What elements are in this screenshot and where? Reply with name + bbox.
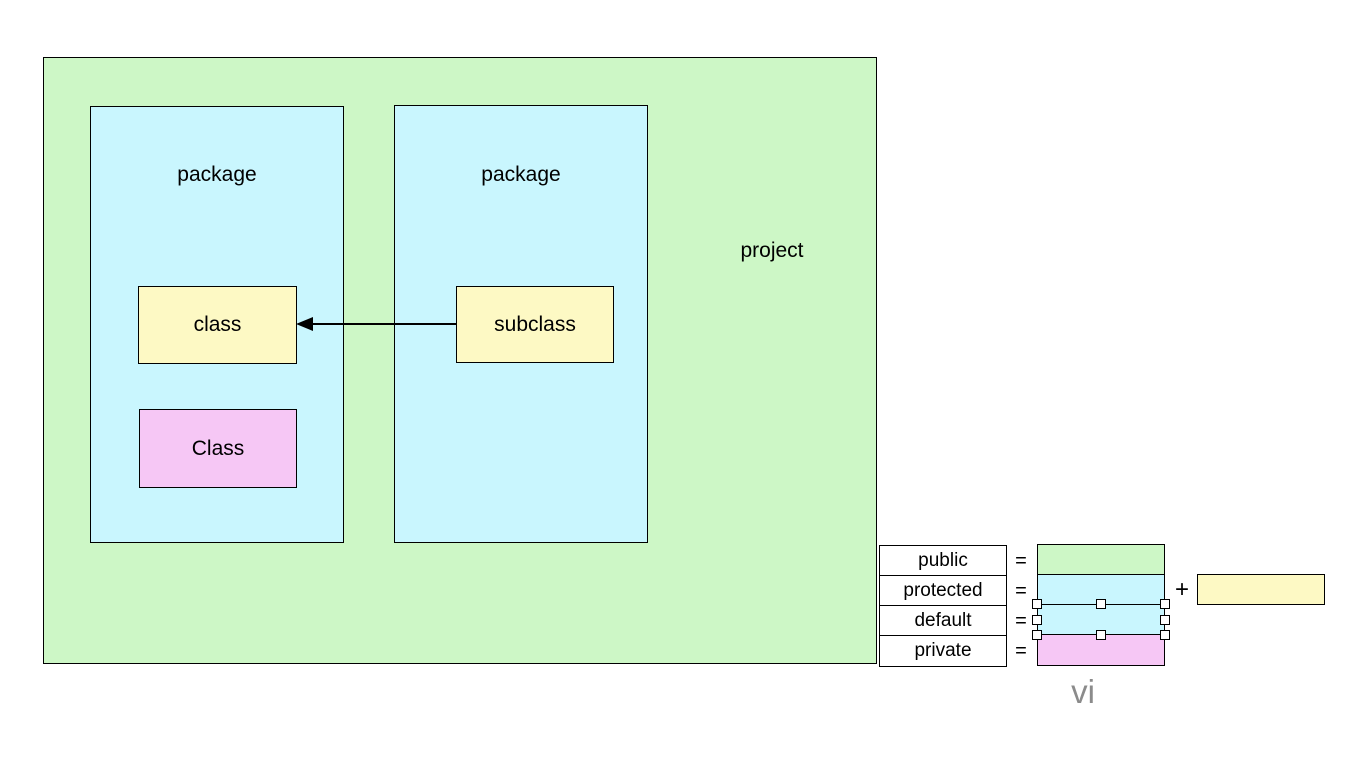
selection-handle-mid-right[interactable]	[1160, 614, 1170, 625]
package-right-label: package	[481, 163, 561, 186]
watermark-vi: vi	[1071, 673, 1095, 710]
legend-label-public[interactable]: public	[879, 545, 1007, 577]
inheritance-arrow[interactable]	[296, 317, 456, 331]
equals-sign-public: =	[1015, 550, 1027, 572]
selection-handle-top-center[interactable]	[1096, 599, 1106, 609]
pink-class-box[interactable]: Class	[139, 409, 297, 488]
selection-handle-top-right[interactable]	[1160, 599, 1170, 609]
legend-label-protected[interactable]: protected	[879, 575, 1007, 607]
package-left-label: package	[177, 163, 257, 186]
class-label: class	[193, 313, 242, 336]
arrow-line	[311, 323, 456, 325]
subclass-box[interactable]: subclass	[456, 286, 614, 363]
pink-class-label: Class	[191, 436, 245, 460]
class-box[interactable]: class	[138, 286, 297, 364]
legend-label-default-text: default	[914, 609, 972, 631]
equals-sign-protected: =	[1015, 580, 1027, 602]
legend-label-private-text: private	[914, 639, 972, 661]
legend-label-private[interactable]: private	[879, 635, 1007, 667]
selection-handle-mid-left[interactable]	[1032, 614, 1042, 625]
arrowhead-icon	[296, 317, 313, 331]
equals-sign-default: =	[1015, 610, 1027, 632]
selection-handle-top-left[interactable]	[1032, 599, 1042, 609]
selection-handle-bottom-center[interactable]	[1096, 629, 1106, 640]
legend-label-default[interactable]: default	[879, 605, 1007, 637]
swatch-public-green[interactable]	[1037, 544, 1165, 576]
selection-handle-bottom-left[interactable]	[1032, 629, 1042, 640]
equals-sign-private: =	[1015, 640, 1027, 662]
legend-label-public-text: public	[918, 549, 968, 571]
legend-label-protected-text: protected	[903, 579, 983, 601]
legend-extra-yellow-box[interactable]	[1197, 574, 1325, 605]
subclass-label: subclass	[494, 312, 576, 336]
plus-sign: +	[1174, 576, 1189, 603]
selection-handle-bottom-right[interactable]	[1160, 629, 1170, 640]
project-label: project	[740, 239, 804, 262]
